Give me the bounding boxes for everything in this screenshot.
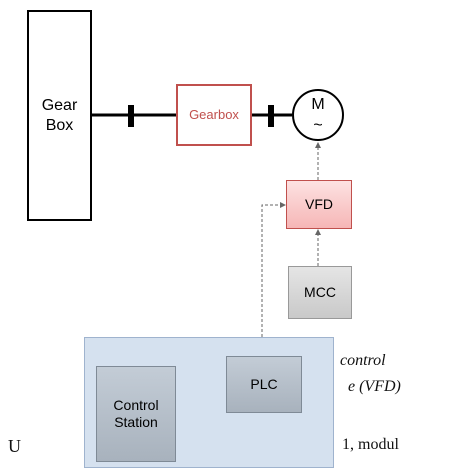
motor-ac-symbol: ~ bbox=[313, 117, 323, 134]
background-text-right: 1, modul bbox=[342, 436, 399, 453]
vfd-box: VFD bbox=[286, 180, 352, 229]
background-text-control: control bbox=[340, 352, 386, 369]
mcc-box: MCC bbox=[288, 266, 352, 319]
gear-box-left: Gear Box bbox=[27, 10, 92, 221]
coupling-right bbox=[268, 105, 274, 127]
motor-symbol: M ~ bbox=[292, 89, 344, 141]
coupling-left bbox=[128, 105, 134, 127]
gear-box-left-line1: Gear bbox=[41, 97, 78, 115]
arrow-up-vfd bbox=[315, 229, 321, 235]
background-text-vfd: e (VFD) bbox=[348, 378, 401, 395]
control-station-line1: Control bbox=[113, 397, 159, 414]
gearbox-middle: Gearbox bbox=[176, 84, 252, 146]
control-station-box: Control Station bbox=[96, 366, 176, 462]
background-text-left: U bbox=[8, 436, 21, 456]
arrow-right-vfd bbox=[280, 202, 286, 208]
vfd-label: VFD bbox=[305, 196, 333, 213]
link-plc-vfd bbox=[261, 204, 282, 352]
motor-letter: M bbox=[311, 95, 325, 113]
arrow-up-motor bbox=[315, 142, 321, 148]
plc-box: PLC bbox=[226, 356, 302, 413]
control-station-line2: Station bbox=[114, 414, 158, 430]
gear-box-left-line2: Box bbox=[45, 116, 74, 134]
plc-label: PLC bbox=[250, 376, 278, 393]
gearbox-middle-label: Gearbox bbox=[189, 107, 239, 123]
mcc-label: MCC bbox=[304, 284, 336, 301]
